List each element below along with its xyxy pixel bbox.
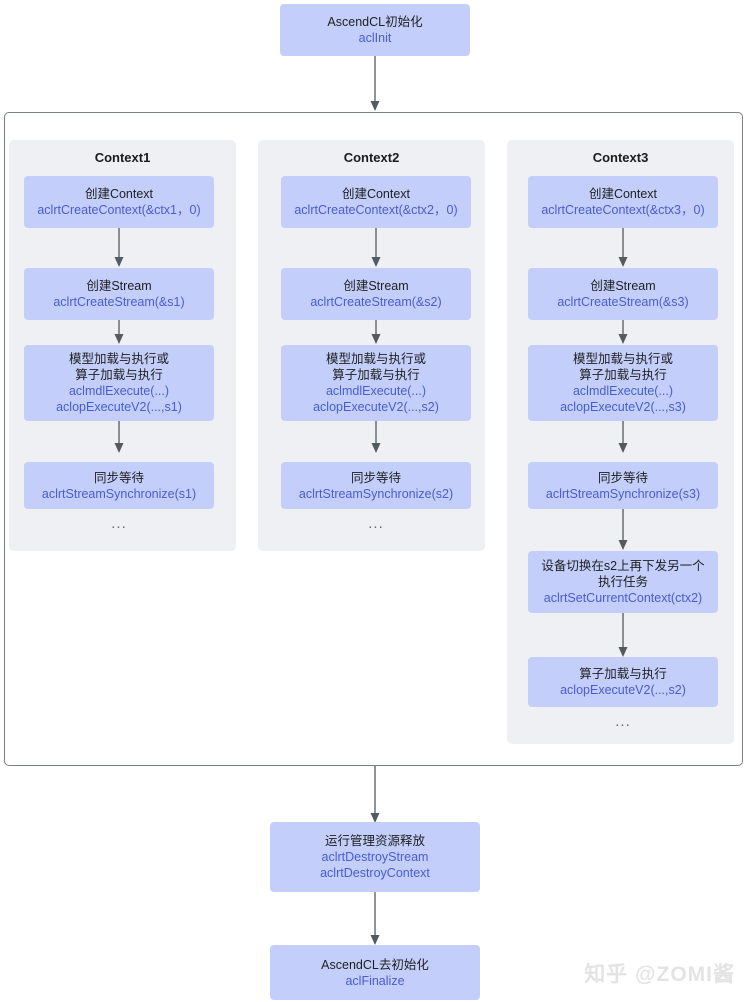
arrow-c1-3 — [114, 421, 124, 453]
context3-step-create-context[interactable]: 创建Context aclrtCreateContext(&ctx3，0) — [528, 176, 718, 228]
arrow-c1-1 — [114, 228, 124, 267]
node-label-api-1: aclrtDestroyStream — [321, 850, 429, 864]
node-label-api-1: aclmdlExecute(...) — [325, 384, 427, 398]
node-label-api-2: aclopExecuteV2(...,s2) — [313, 400, 439, 414]
node-label-api: aclrtCreateContext(&ctx3，0) — [541, 203, 705, 217]
node-label-zh: 创建Context — [341, 187, 411, 201]
node-label-api-1: aclmdlExecute(...) — [68, 384, 170, 398]
node-label-zh: 同步等待 — [597, 470, 648, 485]
node-label-api-2: aclrtDestroyContext — [320, 866, 430, 880]
node-label-api: aclrtStreamSynchronize(s2) — [298, 486, 454, 501]
node-label-api: aclrtSetCurrentContext(ctx2) — [543, 591, 703, 605]
context2-step-create-stream[interactable]: 创建Stream aclrtCreateStream(&s2) — [281, 268, 471, 320]
node-label-zh-1: 模型加载与执行或 — [572, 352, 673, 366]
node-label-zh: 创建Stream — [86, 279, 152, 293]
context1-step-create-context[interactable]: 创建Context aclrtCreateContext(&ctx1，0) — [24, 176, 214, 228]
node-label-api: aclrtCreateContext(&ctx1，0) — [37, 203, 201, 217]
context1-step-sync[interactable]: 同步等待 aclrtStreamSynchronize(s1) — [24, 462, 214, 509]
context3-step-op-execute[interactable]: 算子加载与执行 aclopExecuteV2(...,s2) — [528, 657, 718, 707]
context2-ellipsis: ... — [368, 515, 384, 532]
context1-ellipsis: ... — [111, 515, 127, 532]
node-resource-release[interactable]: 运行管理资源释放 aclrtDestroyStream aclrtDestroy… — [270, 822, 480, 892]
node-label-zh: 创建Stream — [343, 279, 409, 293]
node-label-zh-2: 执行任务 — [597, 575, 648, 589]
context-title: Context1 — [94, 150, 151, 165]
node-label-api: aclrtCreateStream(&s2) — [310, 295, 442, 309]
node-label-zh-1: 设备切换在s2上再下发另一个 — [541, 559, 705, 573]
node-label-zh: AscendCL去初始化 — [321, 957, 429, 972]
node-label-api: aclFinalize — [345, 973, 405, 988]
arrow-release-to-finalize — [370, 892, 380, 945]
node-label-api-1: aclmdlExecute(...) — [572, 384, 674, 398]
node-ascendcl-init[interactable]: AscendCL初始化 aclInit — [280, 4, 470, 56]
arrow-c2-2 — [371, 320, 381, 344]
node-label-api: aclrtCreateContext(&ctx2，0) — [294, 203, 458, 217]
watermark: 知乎 @ZOMI酱 — [584, 963, 735, 986]
context1-step-create-stream[interactable]: 创建Stream aclrtCreateStream(&s1) — [24, 268, 214, 320]
node-label-zh: 创建Context — [84, 187, 154, 201]
context2-step-create-context[interactable]: 创建Context aclrtCreateContext(&ctx2，0) — [281, 176, 471, 228]
context3-step-execute[interactable]: 模型加载与执行或 算子加载与执行 aclmdlExecute(...) aclo… — [528, 345, 718, 421]
arrow-c1-2 — [114, 320, 124, 344]
node-label-zh-1: 模型加载与执行或 — [68, 352, 169, 366]
node-label-zh-2: 算子加载与执行 — [332, 368, 420, 382]
node-label-zh: 同步等待 — [93, 470, 144, 485]
node-label-zh: 同步等待 — [350, 470, 401, 485]
node-label-zh-2: 算子加载与执行 — [75, 368, 163, 382]
arrow-init-to-contexts — [370, 56, 380, 111]
node-label-zh-1: 模型加载与执行或 — [325, 352, 426, 366]
node-label-zh-2: 算子加载与执行 — [579, 368, 667, 382]
arrow-c3-5 — [618, 613, 628, 657]
node-label-api: aclInit — [358, 31, 392, 45]
context2-step-sync[interactable]: 同步等待 aclrtStreamSynchronize(s2) — [281, 462, 471, 509]
context2-step-execute[interactable]: 模型加载与执行或 算子加载与执行 aclmdlExecute(...) aclo… — [281, 345, 471, 421]
node-label-zh: 创建Stream — [590, 279, 656, 293]
arrow-c3-3 — [618, 421, 628, 453]
node-label-zh: 算子加载与执行 — [579, 667, 667, 681]
node-label-zh: 创建Context — [588, 187, 658, 201]
node-label-zh: AscendCL初始化 — [327, 15, 423, 29]
node-ascendcl-finalize[interactable]: AscendCL去初始化 aclFinalize — [270, 945, 480, 1000]
arrow-c3-4 — [618, 509, 628, 550]
context-title: Context3 — [592, 150, 649, 165]
context3-step-create-stream[interactable]: 创建Stream aclrtCreateStream(&s3) — [528, 268, 718, 320]
arrow-c2-3 — [371, 421, 381, 453]
node-label-api: aclrtStreamSynchronize(s3) — [545, 486, 701, 501]
node-label-api-2: aclopExecuteV2(...,s1) — [56, 400, 182, 414]
arrow-contexts-to-release — [370, 766, 380, 823]
context-panel-3: Context3 — [507, 140, 734, 744]
node-label-api: aclrtCreateStream(&s3) — [557, 295, 689, 309]
node-label-api-2: aclopExecuteV2(...,s3) — [560, 400, 686, 414]
context3-step-switch-context[interactable]: 设备切换在s2上再下发另一个 执行任务 aclrtSetCurrentConte… — [528, 551, 718, 613]
arrow-c2-1 — [371, 228, 381, 267]
context3-ellipsis: ... — [615, 713, 631, 730]
context3-step-sync[interactable]: 同步等待 aclrtStreamSynchronize(s3) — [528, 462, 718, 509]
context1-step-execute[interactable]: 模型加载与执行或 算子加载与执行 aclmdlExecute(...) aclo… — [24, 345, 214, 421]
node-label-api: aclrtStreamSynchronize(s1) — [41, 486, 197, 501]
arrow-c3-2 — [618, 320, 628, 344]
node-label-api: aclrtCreateStream(&s1) — [53, 295, 185, 309]
node-label-zh: 运行管理资源释放 — [324, 834, 425, 848]
node-label-api: aclopExecuteV2(...,s2) — [560, 683, 686, 697]
arrow-c3-1 — [618, 228, 628, 267]
context-title: Context2 — [343, 150, 400, 165]
